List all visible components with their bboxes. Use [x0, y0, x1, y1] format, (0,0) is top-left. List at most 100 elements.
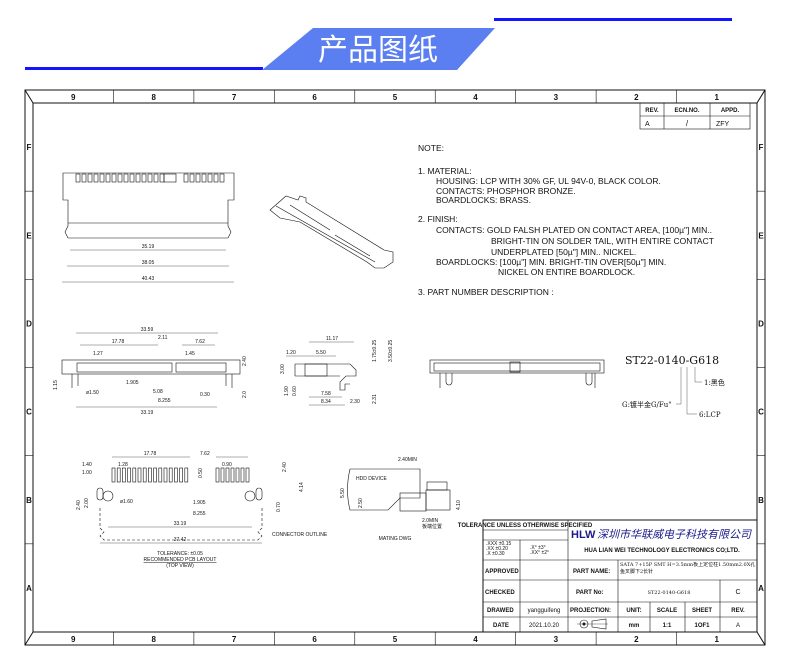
- rev-header: REV.: [645, 108, 659, 114]
- row-marker: F: [27, 143, 32, 152]
- top-view: 35.19 38.05 40.43: [62, 172, 235, 283]
- pcb-layout: 17.78 7.62 1.40 1.28 1.00 0.50 0.90 2.40…: [76, 451, 328, 569]
- part-name-value: SATA 7+15P SMT H=3.5mm板上定位柱1.50mm2.0X孔鱼叉…: [620, 562, 756, 575]
- dim-label: 2.40: [282, 462, 288, 472]
- isometric-view: [269, 195, 394, 269]
- note-line: HOUSING: LCP WITH 30% GF, UL 94V-0, BLAC…: [436, 176, 661, 186]
- dim-label: 1.00: [82, 470, 92, 476]
- column-marker: 3: [554, 635, 559, 644]
- dim-label: 1.15: [53, 380, 59, 390]
- column-marker: 5: [393, 635, 398, 644]
- dim-label: 7.62: [195, 339, 205, 345]
- note-line: 3. PART NUMBER DESCRIPTION :: [418, 287, 554, 297]
- dim-label: 1.28: [118, 462, 128, 468]
- date-label: DATE: [493, 623, 509, 629]
- unit-label: UNIT:: [626, 608, 641, 614]
- part-name-label: PART NAME:: [573, 569, 610, 575]
- column-marker: 5: [393, 93, 398, 102]
- company-logo: HLW: [571, 529, 596, 541]
- date-value: 2021.10.20: [529, 623, 560, 629]
- dim-label: 2.50: [358, 498, 364, 508]
- dim-label: 7.62: [200, 451, 210, 457]
- note-line: 2. FINISH:: [418, 214, 458, 224]
- column-marker: 8: [151, 93, 156, 102]
- dim-label: 40.43: [142, 276, 155, 282]
- dim-label: 2.40: [242, 356, 248, 366]
- dim-label: 3.50±0.25: [388, 340, 394, 362]
- rev-value: A: [736, 623, 740, 629]
- note-line: NICKEL ON ENTIRE BOARDLOCK.: [498, 267, 635, 277]
- ecn-value: /: [686, 119, 689, 128]
- dim-label: 11.17: [326, 336, 338, 342]
- column-marker: 2: [634, 635, 639, 644]
- dim-label: ø1.60: [120, 499, 133, 505]
- column-marker: 9: [71, 93, 76, 102]
- column-marker: 9: [71, 635, 76, 644]
- column-marker: 8: [151, 635, 156, 644]
- checked-label: CHECKED: [485, 590, 515, 596]
- company-name-en: HUA LIAN WEI TECHNOLOGY ELECTRONICS CO;L…: [584, 548, 740, 554]
- dim-label: 17.78: [112, 339, 125, 345]
- dim-label: 2.40MIN: [398, 457, 417, 463]
- row-marker: C: [26, 408, 32, 417]
- drawed-value: yangguifeng: [528, 608, 561, 614]
- company-name-cn: 深圳市华联威电子科技有限公司: [597, 528, 752, 541]
- part-no-rev: C: [735, 589, 740, 596]
- dim-label: 1.45: [185, 351, 195, 357]
- dim-label: 38.05: [142, 260, 155, 266]
- dim-label: 7.58: [321, 391, 331, 397]
- drawed-label: DRAWED: [487, 608, 514, 614]
- appd-value: ZFY: [716, 121, 730, 128]
- banner-shape: [262, 28, 495, 70]
- dim-label: 2.0: [242, 391, 248, 398]
- note-line: CONTACTS: GOLD FALSH PLATED ON CONTACT A…: [436, 225, 712, 235]
- side-view: 11.17 1.20 5.50 3.00 1.90 0.60 7.58 8.34…: [280, 336, 394, 406]
- row-marker: A: [758, 584, 764, 593]
- column-marker: 3: [554, 93, 559, 102]
- note-line: CONTACTS: PHOSPHOR BRONZE.: [436, 186, 576, 196]
- dim-label: 33.19: [141, 410, 154, 416]
- front-view: 33.59 2.11 17.78 7.62 1.27 1.45 2.40 1.1…: [53, 327, 248, 416]
- row-marker: D: [758, 319, 764, 328]
- dim-label: 4.14: [299, 482, 305, 492]
- dim-label: ø1.50: [86, 390, 99, 396]
- rev-value: A: [645, 121, 650, 128]
- column-marker: 1: [715, 93, 720, 102]
- dim-label: 5.50: [316, 350, 326, 356]
- tolerance-value: .XX ±0.20: [486, 546, 508, 552]
- callout-material: 6:LCP: [699, 411, 721, 419]
- dim-label: 33.19: [174, 521, 187, 527]
- rev-label: REV.: [731, 608, 745, 614]
- front-view-right: [429, 359, 605, 388]
- column-marker: 2: [634, 93, 639, 102]
- dim-label: 2.0MIN: [422, 518, 439, 524]
- note-line: 1. MATERIAL:: [418, 166, 472, 176]
- scale-value: 1:1: [663, 623, 672, 629]
- mating-drawing: HDD DEVICE 2.40MIN 5.50 2.50 4.10 2.0MIN…: [340, 457, 462, 542]
- connector-outline-label: CONNECTOR OUTLINE: [272, 532, 328, 538]
- dim-label: 17.78: [144, 451, 157, 457]
- dim-label: 0.60: [292, 386, 298, 396]
- dim-label: 1.905: [193, 500, 206, 506]
- notes: NOTE: 1. MATERIAL: HOUSING: LCP WITH 30%…: [418, 143, 714, 297]
- row-marker: E: [758, 231, 764, 240]
- unit-value: mm: [629, 623, 640, 629]
- dim-label: 8.34: [321, 399, 331, 405]
- column-marker: 6: [312, 93, 317, 102]
- revision-block: REV. ECN.NO. APPD. A / ZFY: [639, 102, 751, 130]
- row-marker: B: [758, 496, 764, 505]
- dim-label: 0.50: [198, 468, 204, 478]
- part-number-code: ST22-0140-G618: [625, 354, 719, 367]
- column-marker: 1: [715, 635, 720, 644]
- tolerance-value: .XXX ±0.15: [486, 541, 511, 547]
- tolerance-header: TOLERANCE UNLESS OTHERWISE SPECIFIED: [458, 523, 593, 529]
- dim-label: 0.30: [200, 392, 210, 398]
- projection-label: PROJECTION:: [570, 608, 611, 614]
- column-marker: 4: [473, 93, 478, 102]
- pcb-layout-title: RECOMMENDED PCB LAYOUT: [144, 557, 217, 563]
- row-marker: C: [758, 408, 764, 417]
- dim-label: 2.11: [158, 335, 168, 341]
- tolerance-label: TOLERANCE: ±0.05: [157, 551, 203, 557]
